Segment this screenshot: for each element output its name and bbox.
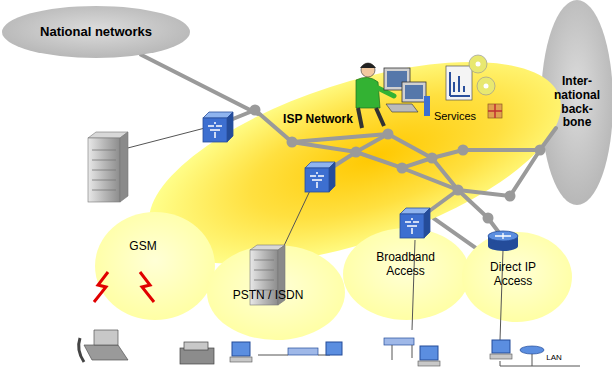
router-icon [305,162,335,192]
node-label: Broadband Access [366,251,446,279]
network-nodes [250,105,546,224]
broadband-modem-pc [384,338,440,366]
access-network-circle: GSM [95,212,215,320]
services-icons [446,55,502,118]
backbone-ellipse: Inter- national back- bone [541,0,612,205]
network-link [141,55,260,115]
node-label: Direct IP Access [482,261,544,289]
operator-at-workstation [356,63,430,128]
external-network-ellipse: National networks [2,6,190,58]
node-label: GSM [129,240,156,254]
gsm-server [88,132,128,202]
router-icon [400,208,430,238]
fax-device [180,342,214,364]
pc-terminal [230,342,252,362]
ip-router-icon [488,231,518,251]
pstn-server [250,245,285,305]
lan-devices [490,340,580,366]
radio-link [94,272,154,302]
access-network-circle: Broadband Access [343,228,470,320]
isp-backbone-lines [218,110,556,238]
router-icon [203,112,233,142]
access-links [120,128,503,340]
node-label: Inter- national back- bone [549,75,605,130]
node-outline [95,212,215,320]
text-label: LAN [540,353,568,362]
node-label: PSTN / ISDN [233,289,304,303]
node-label: National networks [40,25,152,40]
node-label: ISP Network [283,113,353,127]
isdn-modem [258,342,342,355]
text-label: Services [425,110,485,122]
phone-laptop [79,330,128,362]
